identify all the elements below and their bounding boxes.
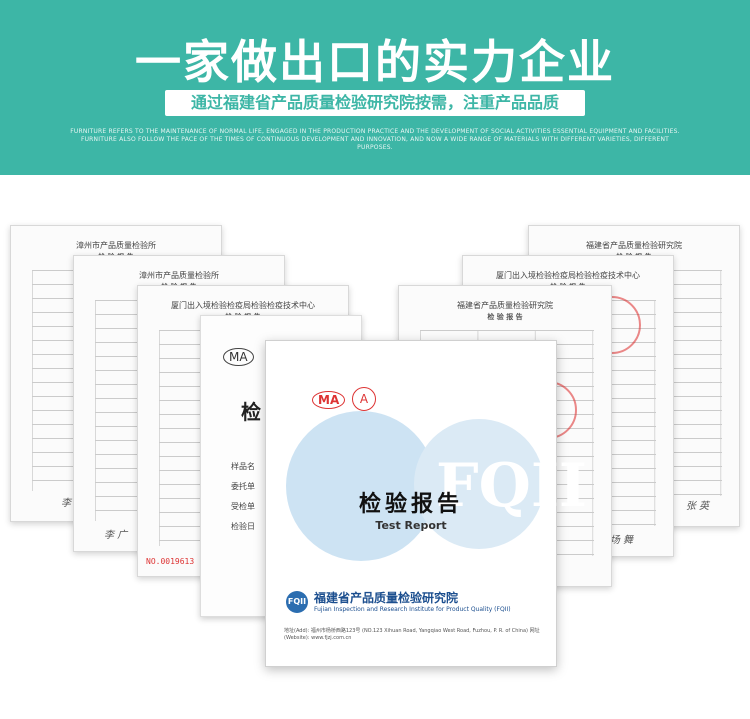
mid-field-4: 检验日 [231, 522, 255, 531]
cover-circle-left [286, 411, 436, 561]
doc-5-title: 厦门出入境检验检疫局检验检疫技术中心 [496, 271, 640, 280]
doc-6-signature: 张 英 [685, 501, 709, 512]
institute-name-cn: 福建省产品质量检验研究院 [314, 591, 459, 605]
fqii-watermark: FQII [436, 451, 587, 521]
headline: 一家做出口的实力企业 [135, 35, 615, 89]
mid-field-1: 样品名 [231, 462, 255, 471]
header-banner: 一家做出口的实力企业 通过福建省产品质量检验研究院按需，注重产品品质 FURNI… [0, 0, 750, 175]
mid-field-3: 受检单 [231, 502, 255, 511]
doc-1-title: 漳州市产品质量检验所 [76, 241, 156, 250]
doc-serial-number: NO.0019613 [146, 557, 195, 566]
ma-certification-icon: MA [312, 391, 346, 409]
report-title-en: Test Report [375, 519, 447, 532]
doc-1-signature: 李 易 [61, 498, 84, 509]
subline-pill: 通过福建省产品质量检验研究院按需，注重产品品质 [165, 90, 585, 116]
doc-2-title: 漳州市产品质量检验所 [139, 271, 219, 280]
report-title-cn: 检验报告 [358, 492, 463, 517]
doc-4-subtitle: 检 验 报 告 [487, 313, 523, 321]
doc-5-signature: 一 场 舞 [596, 535, 633, 546]
ma-mark: MA [223, 348, 254, 366]
test-report-cover: FQII MA A 检验报告 Test Report FQII 福建省产品质量检… [265, 340, 587, 667]
fqii-logo-icon: FQII [286, 591, 308, 613]
doc-2-signature: 李 广 [104, 530, 128, 541]
mid-title-char: 检 [241, 400, 261, 424]
doc-4-title: 福建省产品质量检验研究院 [457, 301, 553, 310]
doc-6-title: 福建省产品质量检验研究院 [586, 241, 682, 250]
cover-circle-right [414, 419, 544, 549]
institute-address: 地址(Add): 福州市杨桥西路123号 (NO.123 Xihuan Road… [284, 628, 540, 641]
cnas-certification-icon: A [352, 387, 376, 411]
english-paragraph: FURNITURE REFERS TO THE MAINTENANCE OF N… [70, 128, 680, 151]
mid-field-2: 委托单 [231, 482, 255, 491]
doc-3-title: 厦门出入境检验检疫局检验检疫技术中心 [171, 301, 315, 310]
institute-name-en: Fujian Inspection and Research Institute… [314, 606, 511, 613]
